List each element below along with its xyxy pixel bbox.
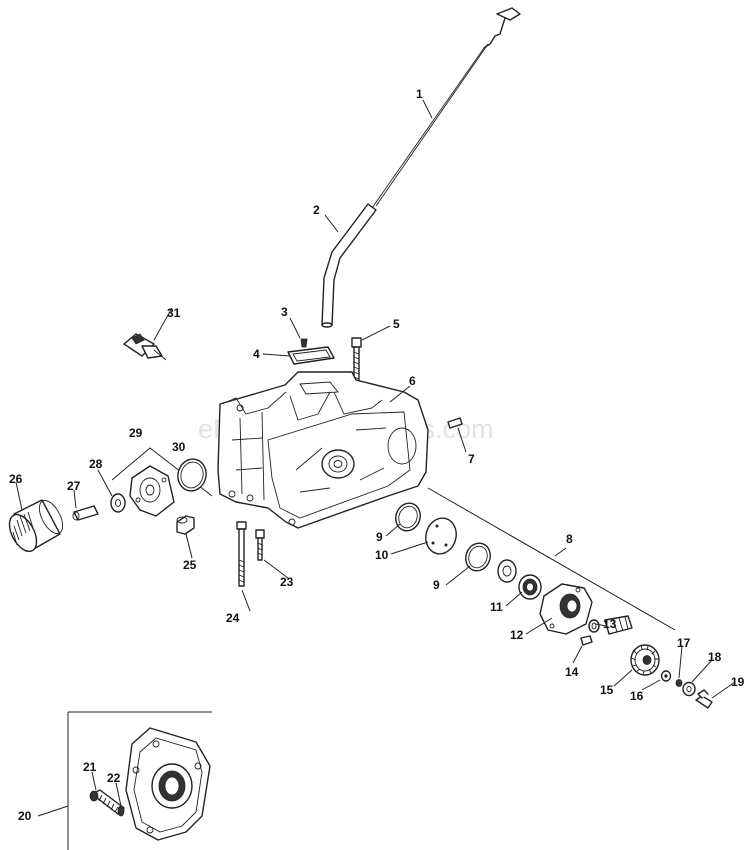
o-ring-part-9b (465, 542, 491, 572)
callout-28: 28 (89, 457, 103, 471)
pin-part (447, 417, 463, 429)
callout-13: 13 (603, 617, 617, 631)
callout-9-upper: 9 (376, 530, 383, 544)
callout-18: 18 (708, 650, 722, 664)
long-bolt-part (236, 521, 247, 587)
pin-part-14 (580, 635, 593, 646)
callout-9-lower: 9 (433, 578, 440, 592)
callout-labels: 1 2 3 4 5 6 7 8 9 10 9 11 12 13 14 15 16… (9, 87, 745, 823)
bolt-part-19 (695, 689, 713, 709)
washer-part-28 (110, 493, 126, 513)
callout-19: 19 (731, 675, 745, 689)
callout-25: 25 (183, 558, 197, 572)
callout-21: 21 (83, 760, 97, 774)
ring-part-17 (675, 679, 683, 687)
gear-part (630, 644, 660, 676)
callout-16: 16 (630, 689, 644, 703)
washer-part-16 (660, 670, 672, 682)
oil-sensor-part (123, 333, 167, 361)
dipstick-tube-part (321, 203, 377, 328)
callout-8: 8 (566, 532, 573, 546)
inset-frame (67, 711, 212, 850)
seal-part (497, 559, 542, 600)
leader-lines (15, 99, 736, 817)
callout-17: 17 (677, 636, 691, 650)
pump-housing-part (539, 583, 593, 635)
fitting-part (176, 515, 195, 535)
callout-7: 7 (468, 452, 475, 466)
callout-10: 10 (375, 548, 389, 562)
callout-2: 2 (313, 203, 320, 217)
callout-4: 4 (253, 347, 260, 361)
callout-23: 23 (280, 575, 294, 589)
callout-3: 3 (281, 305, 288, 319)
o-ring-part-9a (395, 502, 421, 532)
bolt-part-23 (255, 529, 265, 561)
shaft-part (588, 615, 633, 635)
crankcase-part (217, 371, 429, 529)
gasket-part (287, 346, 335, 365)
callout-11: 11 (490, 600, 503, 614)
filter-adapter-part (111, 447, 213, 517)
callout-24: 24 (226, 611, 240, 625)
callout-15: 15 (600, 683, 614, 697)
oil-filter-part (8, 499, 64, 553)
callout-12: 12 (510, 628, 524, 642)
callout-29: 29 (129, 426, 143, 440)
washer-part-18 (682, 681, 696, 697)
callout-20: 20 (18, 809, 32, 823)
callout-1: 1 (416, 87, 423, 101)
callout-27: 27 (67, 479, 81, 493)
callout-14: 14 (565, 665, 579, 679)
callout-30: 30 (172, 440, 186, 454)
inset-pump-body-part (125, 727, 211, 841)
callout-5: 5 (393, 317, 400, 331)
callout-22: 22 (107, 771, 121, 785)
inset-spring-part (117, 805, 125, 817)
screw-part (300, 338, 308, 348)
callout-6: 6 (409, 374, 416, 388)
kit-bracket-line (427, 487, 676, 631)
cover-plate-part (425, 517, 457, 555)
dipstick-part (371, 7, 521, 209)
nipple-part (72, 505, 99, 521)
callout-31: 31 (167, 306, 181, 320)
o-ring-part-30 (177, 458, 207, 492)
inset-screw-part (89, 789, 125, 815)
callout-26: 26 (9, 472, 23, 486)
